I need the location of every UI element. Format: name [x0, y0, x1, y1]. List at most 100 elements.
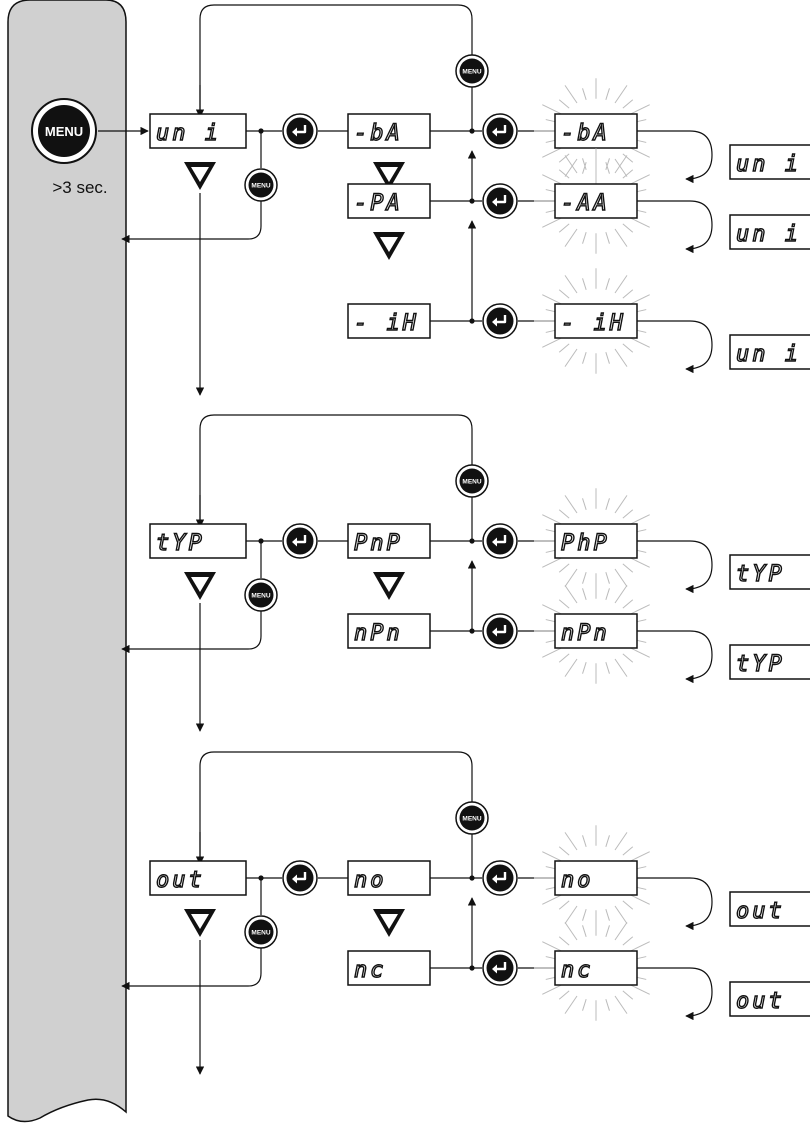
result-display-uni-0: un i — [729, 144, 810, 180]
enter-button-param-typ[interactable] — [282, 523, 318, 559]
flow-sections: MENU un i MENU -bA -bA un i -PA -AA un i - iH - iH… — [121, 4, 810, 1075]
enter-icon — [492, 315, 507, 327]
menu-button-label: MENU — [251, 930, 270, 937]
menu-button-label: MENU — [251, 593, 270, 600]
result-display-uni-1-text: un i — [736, 222, 801, 247]
hold-duration-label: >3 sec. — [52, 178, 108, 197]
option-display-uni-0: -bA — [347, 113, 431, 149]
confirm-display-uni-0: -bA — [554, 113, 638, 149]
enter-icon — [292, 872, 307, 884]
result-display-out-1: out — [729, 981, 810, 1017]
option-display-uni-2: - iH — [347, 303, 431, 339]
confirm-display-typ-0-text: PhP — [561, 531, 610, 556]
menu-button-hold[interactable]: MENU — [31, 98, 97, 164]
menu-button-loop-out[interactable]: MENU — [455, 801, 489, 835]
down-button-option-uni-1[interactable] — [373, 232, 405, 260]
down-button-param-typ[interactable] — [184, 572, 216, 600]
down-button-option-out-0[interactable] — [373, 909, 405, 937]
down-button-option-typ-0[interactable] — [373, 572, 405, 600]
result-display-out-0-text: out — [736, 899, 785, 924]
flash-burst-uni-2 — [534, 268, 658, 374]
down-arrow-icon — [380, 167, 398, 182]
menu-button-hold-label: MENU — [45, 124, 83, 139]
enter-button-option-typ-1[interactable] — [482, 613, 518, 649]
enter-button-param-uni[interactable] — [282, 113, 318, 149]
option-display-out-1-text: nc — [354, 958, 387, 983]
down-button-param-out[interactable] — [184, 909, 216, 937]
confirm-display-uni-2: - iH — [554, 303, 638, 339]
flash-burst-out-0 — [534, 825, 658, 931]
confirm-display-out-0-text: no — [561, 868, 594, 893]
down-arrow-icon — [380, 577, 398, 592]
confirm-display-out-0: no — [554, 860, 638, 896]
param-display-typ-text: tYP — [156, 531, 205, 556]
menu-button-exit-out[interactable]: MENU — [244, 915, 278, 949]
enter-icon — [492, 195, 507, 207]
menu-button-loop-typ[interactable]: MENU — [455, 464, 489, 498]
option-display-uni-1-text: -PA — [354, 191, 403, 216]
option-display-out-1: nc — [347, 950, 431, 986]
result-display-out-0: out — [729, 891, 810, 927]
enter-icon — [292, 535, 307, 547]
param-display-uni: un i — [149, 113, 247, 149]
result-display-uni-2-text: un i — [736, 342, 801, 367]
result-display-out-1-text: out — [736, 989, 785, 1014]
down-arrow-icon — [380, 237, 398, 252]
option-display-uni-0-text: -bA — [354, 121, 403, 146]
param-display-out-text: out — [156, 868, 205, 893]
down-arrow-icon — [380, 914, 398, 929]
confirm-display-out-1: nc — [554, 950, 638, 986]
enter-icon — [492, 872, 507, 884]
option-display-out-0: no — [347, 860, 431, 896]
enter-button-option-out-0[interactable] — [482, 860, 518, 896]
down-button-param-uni[interactable] — [184, 162, 216, 190]
side-column — [7, 0, 127, 1123]
confirm-display-uni-2-text: - iH — [561, 311, 626, 336]
menu-button-loop-uni[interactable]: MENU — [455, 54, 489, 88]
confirm-display-uni-1: -AA — [554, 183, 638, 219]
flash-burst-uni-0 — [534, 78, 658, 184]
junction-dot — [469, 538, 475, 544]
flash-burst-out-1 — [534, 915, 658, 1021]
result-display-uni-0-text: un i — [736, 152, 801, 177]
menu-button-exit-typ[interactable]: MENU — [244, 578, 278, 612]
confirm-display-typ-1-text: nPn — [561, 621, 610, 646]
menu-button-label: MENU — [462, 816, 481, 823]
flash-burst-uni-1 — [534, 148, 658, 254]
option-display-typ-1-text: nPn — [354, 621, 403, 646]
confirm-display-uni-0-text: -bA — [561, 121, 610, 146]
menu-button-label: MENU — [251, 183, 270, 190]
enter-button-option-typ-0[interactable] — [482, 523, 518, 559]
param-display-typ: tYP — [149, 523, 247, 559]
enter-button-param-out[interactable] — [282, 860, 318, 896]
menu-button-exit-uni[interactable]: MENU — [244, 168, 278, 202]
confirm-display-out-1-text: nc — [561, 958, 594, 983]
option-display-typ-0-text: PnP — [354, 531, 403, 556]
result-display-uni-1: un i — [729, 214, 810, 250]
menu-button-label: MENU — [462, 69, 481, 76]
enter-button-option-uni-2[interactable] — [482, 303, 518, 339]
result-display-typ-0-text: tYP — [736, 562, 785, 587]
junction-dot — [469, 875, 475, 881]
result-display-typ-0: tYP — [729, 554, 810, 590]
confirm-display-uni-1-text: -AA — [561, 191, 610, 216]
enter-button-option-uni-1[interactable] — [482, 183, 518, 219]
down-arrow-icon — [191, 914, 209, 929]
down-arrow-icon — [191, 577, 209, 592]
confirm-display-typ-1: nPn — [554, 613, 638, 649]
enter-icon — [492, 125, 507, 137]
enter-icon — [492, 625, 507, 637]
enter-button-option-uni-0[interactable] — [482, 113, 518, 149]
option-display-typ-0: PnP — [347, 523, 431, 559]
junction-dot — [469, 128, 475, 134]
param-display-uni-text: un i — [156, 121, 221, 146]
option-display-out-0-text: no — [354, 868, 387, 893]
enter-icon — [492, 535, 507, 547]
down-button-option-uni-0[interactable] — [373, 162, 405, 190]
result-display-typ-1-text: tYP — [736, 652, 785, 677]
enter-icon — [492, 962, 507, 974]
menu-button-label: MENU — [462, 479, 481, 486]
param-display-out: out — [149, 860, 247, 896]
enter-button-option-out-1[interactable] — [482, 950, 518, 986]
